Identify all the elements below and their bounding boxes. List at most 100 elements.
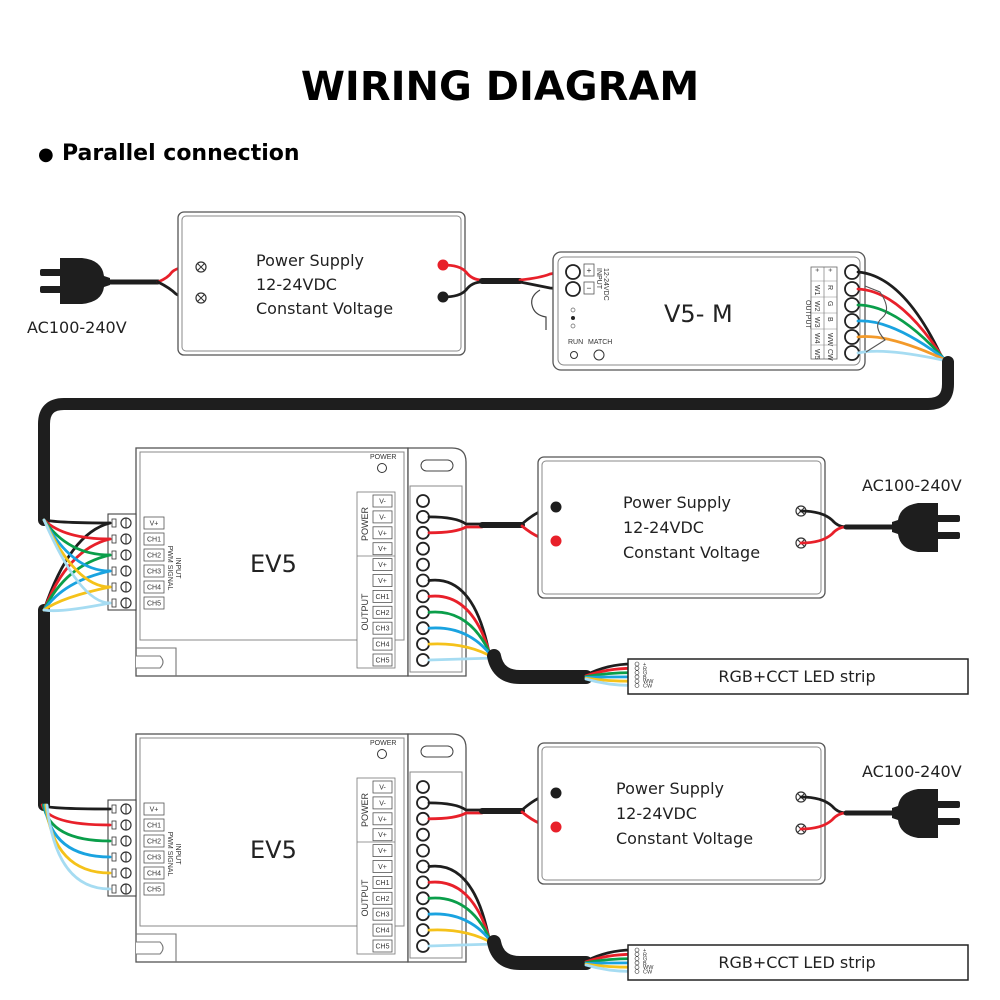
v5m-output-wire xyxy=(856,270,946,364)
v5m-output-pin-label: W5 xyxy=(813,349,820,360)
signal-wire-in xyxy=(45,803,112,891)
match-button[interactable] xyxy=(593,349,605,361)
section-heading: Parallel connection xyxy=(62,141,300,166)
v5m-output-pin-label: W3 xyxy=(813,317,820,328)
dc-positive-terminal xyxy=(550,821,562,833)
svg-text:−: − xyxy=(587,283,592,293)
input-terminal-label: CH1 xyxy=(147,537,161,544)
input-terminal-label: CH4 xyxy=(147,871,161,878)
v5m-output-wire xyxy=(856,287,947,364)
strip-pin-label: R xyxy=(643,952,647,958)
terminal-label: V+ xyxy=(378,530,387,537)
screw-terminal xyxy=(416,811,430,826)
dc-negative-terminal xyxy=(550,787,562,799)
dc-negative-terminal xyxy=(550,501,562,513)
output-wire xyxy=(427,656,497,662)
terminal-label: V+ xyxy=(378,578,387,585)
power-indicator-label: POWER xyxy=(370,740,396,747)
v5m-output-pin-label: W4 xyxy=(813,333,820,344)
psu-title: Power Supply xyxy=(256,251,364,270)
terminal-label: CH5 xyxy=(375,658,389,665)
terminal-label: V- xyxy=(379,785,386,792)
terminal-label: V+ xyxy=(378,864,387,871)
screw-terminal xyxy=(416,525,430,540)
screw-terminal xyxy=(416,891,430,906)
psu-voltage: 12-24VDC xyxy=(616,804,697,823)
v5m-output-pin-label: R xyxy=(826,285,833,290)
v5m-output-wire xyxy=(856,349,953,364)
screw-terminal xyxy=(416,510,430,524)
power-supply-1: Power Supply 12-24VDC Constant Voltage xyxy=(177,211,466,356)
mount-slot-icon xyxy=(420,459,454,472)
terminal-label: V+ xyxy=(378,546,387,553)
screw-terminal xyxy=(416,621,430,636)
input-terminal-label: CH2 xyxy=(147,839,161,846)
terminal-label: CH2 xyxy=(375,610,389,617)
screw-terminal xyxy=(416,907,430,922)
v5m-output-pin-label: W1 xyxy=(813,285,820,296)
v5m-output-pin-label: W2 xyxy=(813,301,820,312)
signal-bus-cable xyxy=(38,356,954,526)
psu-title: Power Supply xyxy=(623,493,731,512)
terminal-label: V+ xyxy=(378,816,387,823)
strip-pin-label: + xyxy=(643,662,646,668)
ac-terminal-icon xyxy=(195,261,207,304)
v5m-output-wire xyxy=(856,335,952,364)
power-led-icon xyxy=(377,463,387,473)
psu-type: Constant Voltage xyxy=(623,543,760,562)
power-section-label: POWER xyxy=(360,507,370,542)
screw-terminal xyxy=(416,653,430,667)
screw-terminal xyxy=(416,875,430,890)
led-strip-label: RGB+CCT LED strip xyxy=(718,667,875,686)
screw-terminal xyxy=(416,557,430,572)
psu-voltage: 12-24VDC xyxy=(623,518,704,537)
terminal-label: V- xyxy=(379,499,386,506)
v5m-output-wire xyxy=(856,303,949,364)
strip-pin-label: WW xyxy=(643,679,654,685)
screw-terminal xyxy=(416,827,430,842)
output-wire xyxy=(427,896,494,946)
screw-terminal xyxy=(416,859,430,874)
screw-terminal xyxy=(416,589,430,604)
signal-wire-through xyxy=(42,569,112,612)
signal-wire-in xyxy=(44,803,112,875)
screw-terminal xyxy=(416,923,430,937)
output-section-label: OUTPUT xyxy=(360,879,370,917)
terminal-label: V+ xyxy=(378,832,387,839)
output-wire xyxy=(427,610,494,660)
screw-terminal xyxy=(416,494,430,508)
strip-pin-label: CW xyxy=(643,684,653,690)
signal-wire-through xyxy=(42,601,112,613)
terminal-label: V- xyxy=(379,514,386,521)
input-terminal-label: CH5 xyxy=(147,601,161,608)
input-terminal-label: CH3 xyxy=(147,569,161,576)
strip-pin-label: G xyxy=(643,671,647,677)
input-sub-label: PWM SIGNAL xyxy=(166,546,173,591)
input-terminal-label: V+ xyxy=(150,807,159,814)
input-label: INPUT xyxy=(174,844,181,866)
ac-plug-icon-top xyxy=(40,258,161,304)
terminal-label: V- xyxy=(379,800,386,807)
input-terminal-label: V+ xyxy=(150,521,159,528)
psu-title: Power Supply xyxy=(616,779,724,798)
power-section-label: POWER xyxy=(360,793,370,828)
v5m-output-pin-label: WW xyxy=(826,333,833,347)
v5m-output-pin-label: G xyxy=(826,301,833,306)
svg-text:INPUT: INPUT xyxy=(595,268,602,290)
terminal-label: CH5 xyxy=(375,944,389,951)
input-terminal-label: CH5 xyxy=(147,887,161,894)
ac-voltage-label: AC100-240V xyxy=(862,476,962,495)
terminal-label: CH4 xyxy=(375,928,389,935)
screw-terminal xyxy=(416,780,430,794)
terminal-label: CH3 xyxy=(375,912,389,919)
v5m-output-pin-label: CW xyxy=(826,349,833,361)
terminal-label: CH1 xyxy=(375,594,389,601)
input-terminal-label: CH2 xyxy=(147,553,161,560)
screw-terminal xyxy=(416,796,430,810)
input-sub-label: PWM SIGNAL xyxy=(166,832,173,877)
screw-terminal xyxy=(416,541,430,556)
